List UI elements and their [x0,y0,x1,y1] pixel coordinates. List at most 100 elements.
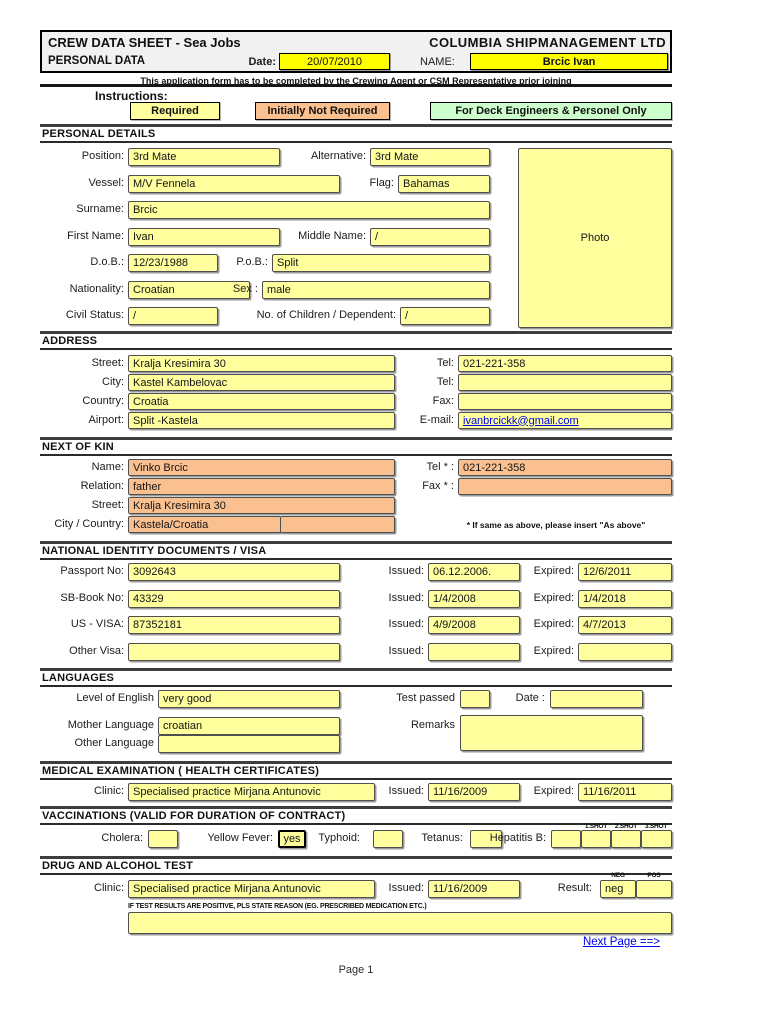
company-name: COLUMBIA SHIPMANAGEMENT LTD [429,35,666,50]
medical-clinic-label: Clinic: [94,785,124,797]
shot2-label: 2.SHOT [614,823,638,830]
cholera-field[interactable] [148,830,178,848]
alternative-field[interactable]: 3rd Mate [370,148,490,166]
vessel-field[interactable]: M/V Fennela [128,175,340,193]
section-medical: MEDICAL EXAMINATION ( HEALTH CERTIFICATE… [40,761,672,780]
pos-label: POS [647,872,661,879]
yellow-fever-field[interactable]: yes [278,830,306,848]
nationality-field[interactable]: Croatian [128,281,250,299]
section-address: ADDRESS [40,331,672,350]
passport-expired-field[interactable]: 12/6/2011 [578,563,672,581]
result-pos-field[interactable] [636,880,672,898]
hepatitis-field-1[interactable] [551,830,581,848]
children-field[interactable]: / [400,307,490,325]
section-next-of-kin: NEXT OF KIN [40,437,672,456]
othervisa-issued-field[interactable] [428,643,520,661]
result-label: Result: [557,882,592,894]
sbbook-expired-label: Expired: [533,592,574,604]
dob-field[interactable]: 12/23/1988 [128,254,218,272]
sbbook-number-field[interactable]: 43329 [128,590,340,608]
mother-language-field[interactable]: croatian [158,717,340,735]
section-vaccinations: VACCINATIONS (VALID FOR DURATION OF CONT… [40,806,672,825]
remarks-label: Remarks [410,719,455,731]
kin-street-field[interactable]: Kralja Kresimira 30 [128,497,395,514]
fax-field[interactable] [458,393,672,410]
flag-field[interactable]: Bahamas [398,175,490,193]
tetanus-label: Tetanus: [421,832,463,844]
typhoid-label: Typhoid: [318,832,360,844]
result-neg-field[interactable]: neg [600,880,636,898]
kin-city-country-field-2[interactable] [280,516,395,533]
section-languages: LANGUAGES [40,668,672,687]
pob-field[interactable]: Split [272,254,490,272]
hepatitis-field-2[interactable] [581,830,611,848]
position-label: Position: [81,150,124,162]
passport-number-field[interactable]: 3092643 [128,563,340,581]
kin-name-field[interactable]: Vinko Brcic [128,459,395,476]
airport-field[interactable]: Split -Kastela [128,412,395,429]
next-page-link[interactable]: Next Page ==> [582,936,660,948]
photo-placeholder[interactable]: Photo [518,148,672,328]
divider [40,84,672,87]
english-level-label: Level of English [76,692,154,704]
medical-issued-field[interactable]: 11/16/2009 [428,783,520,801]
positive-reason-note: IF TEST RESULTS ARE POSITIVE, PLS STATE … [128,903,427,910]
kin-relation-label: Relation: [80,480,124,492]
email-link[interactable]: ivanbrcickk@gmail.com [463,414,579,427]
country-field[interactable]: Croatia [128,393,395,410]
test-passed-field[interactable] [460,690,490,708]
positive-reason-field[interactable] [128,912,672,934]
civil-status-field[interactable]: / [128,307,218,325]
date-label: Date: [248,56,276,68]
vessel-label: Vessel: [88,177,124,189]
surname-field[interactable]: Brcic [128,201,490,219]
othervisa-number-field[interactable] [128,643,340,661]
passport-issued-field[interactable]: 06.12.2006. [428,563,520,581]
kin-tel-field[interactable]: 021-221-358 [458,459,672,476]
tel1-field[interactable]: 021-221-358 [458,355,672,372]
date-field[interactable]: 20/07/2010 [279,53,390,70]
next-page-container: Next Page ==> [460,936,660,948]
usvisa-expired-field[interactable]: 4/7/2013 [578,616,672,634]
kin-city-country-field[interactable]: Kastela/Croatia [128,516,281,533]
pob-label: P.o.B.: [236,256,268,268]
sbbook-issued-field[interactable]: 1/4/2008 [428,590,520,608]
drug-issued-field[interactable]: 11/16/2009 [428,880,520,898]
sbbook-expired-field[interactable]: 1/4/2018 [578,590,672,608]
medical-clinic-field[interactable]: Specialised practice Mirjana Antunovic [128,783,375,801]
remarks-field[interactable] [460,715,643,751]
usvisa-issued-field[interactable]: 4/9/2008 [428,616,520,634]
hepatitis-field-4[interactable] [641,830,672,848]
hepatitis-field-3[interactable] [611,830,641,848]
medical-expired-label: Expired: [533,785,574,797]
kin-fax-label: Fax * : [422,480,454,492]
english-level-field[interactable]: very good [158,690,340,708]
other-language-label: Other Language [74,737,154,749]
usvisa-number-field[interactable]: 87352181 [128,616,340,634]
sex-field[interactable]: male [262,281,490,299]
name-field[interactable]: Brcic Ivan [470,53,668,70]
kin-fax-field[interactable] [458,478,672,495]
shot3-label: 3.SHOT [644,823,668,830]
flag-label: Flag: [369,177,394,189]
street-field[interactable]: Kralja Kresimira 30 [128,355,395,372]
other-language-field[interactable] [158,735,340,753]
kin-relation-field[interactable]: father [128,478,395,495]
cholera-label: Cholera: [101,832,143,844]
tetanus-field[interactable] [470,830,502,848]
first-name-field[interactable]: Ivan [128,228,280,246]
kin-name-label: Name: [91,461,124,473]
othervisa-expired-field[interactable] [578,643,672,661]
tel2-field[interactable] [458,374,672,391]
medical-expired-field[interactable]: 11/16/2011 [578,783,672,801]
middle-name-field[interactable]: / [370,228,490,246]
typhoid-field[interactable] [373,830,403,848]
yellow-fever-label: Yellow Fever: [207,832,273,844]
drug-clinic-field[interactable]: Specialised practice Mirjana Antunovic [128,880,375,898]
position-field[interactable]: 3rd Mate [128,148,280,166]
test-date-field[interactable] [550,690,643,708]
usvisa-issued-label: Issued: [388,618,424,630]
email-field[interactable]: ivanbrcickk@gmail.com [458,412,672,429]
othervisa-label: Other Visa: [69,645,124,657]
city-field[interactable]: Kastel Kambelovac [128,374,395,391]
